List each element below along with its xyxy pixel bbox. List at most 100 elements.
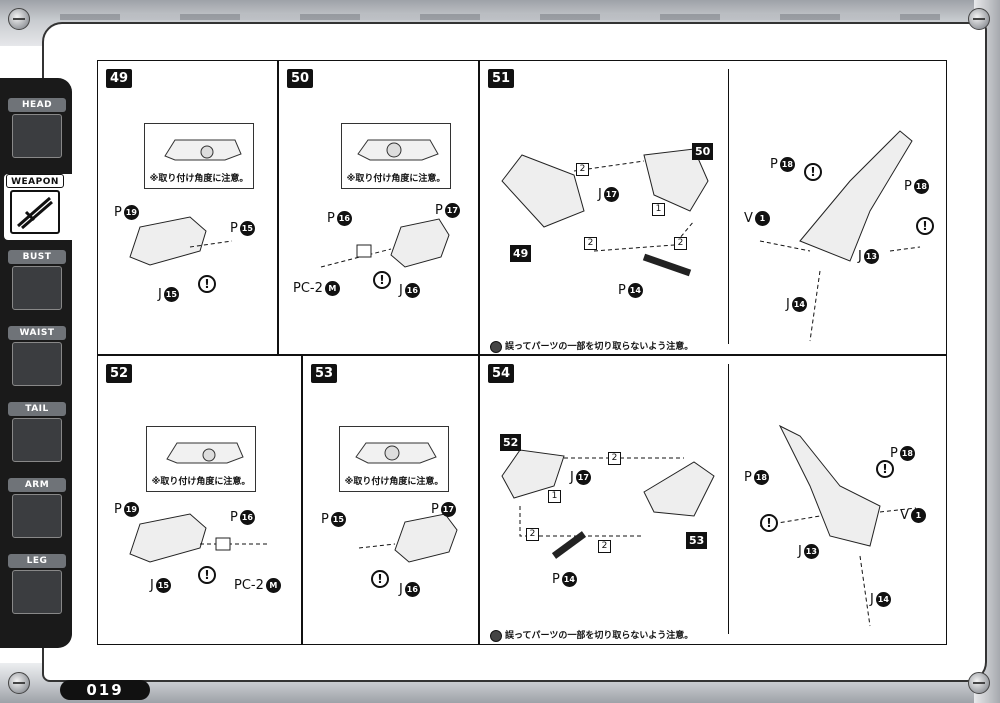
caution-icon — [490, 340, 502, 353]
step-reference-tag: 49 — [510, 245, 532, 262]
tab-arm[interactable]: ARM — [6, 478, 68, 544]
weapon-icon — [10, 190, 60, 234]
order-box: 2 — [674, 237, 687, 250]
page-number: 019 — [86, 681, 124, 699]
part-detail-drawing — [357, 139, 439, 161]
tab-weapon[interactable]: WEAPON — [4, 174, 72, 240]
angle-note: ※取り付け角度に注意。 — [151, 477, 251, 487]
bust-icon — [12, 266, 62, 310]
tab-label: HEAD — [8, 98, 66, 112]
order-box: 1 — [652, 203, 665, 216]
detail-callout: ※取り付け角度に注意。 — [144, 123, 254, 189]
part-assembly-drawing — [501, 449, 715, 559]
divider — [728, 364, 729, 634]
part-detail-drawing — [164, 139, 242, 161]
tab-bust[interactable]: BUST — [6, 250, 68, 316]
head-icon — [12, 114, 62, 158]
warning-icon: ! — [373, 271, 391, 289]
part-assembly-drawing — [501, 148, 709, 277]
caution-note: 誤ってパーツの一部を切り取らないよう注意。 — [490, 339, 693, 353]
part-detail-drawing — [166, 442, 244, 464]
tab-label: WAIST — [8, 326, 66, 340]
detail-callout: ※取り付け角度に注意。 — [339, 426, 449, 492]
waist-icon — [12, 342, 62, 386]
warning-icon: ! — [916, 217, 934, 235]
page-number-badge: 019 — [60, 680, 150, 700]
detail-callout: ※取り付け角度に注意。 — [146, 426, 256, 492]
arm-icon — [12, 494, 62, 538]
part-assembly-drawing — [759, 424, 917, 627]
part-assembly-drawing — [129, 216, 233, 266]
caution-note: 誤ってパーツの一部を切り取らないよう注意。 — [490, 628, 693, 642]
part-assembly-drawing — [358, 513, 458, 563]
divider — [728, 69, 729, 344]
order-box: 2 — [526, 528, 539, 541]
part-detail-drawing — [355, 442, 437, 464]
tab-label: WEAPON — [6, 174, 64, 188]
tab-tail[interactable]: TAIL — [6, 402, 68, 468]
tab-waist[interactable]: WAIST — [6, 326, 68, 392]
screw-icon — [968, 672, 990, 694]
order-box: 2 — [576, 163, 589, 176]
screw-icon — [968, 8, 990, 30]
tab-label: LEG — [8, 554, 66, 568]
part-assembly-drawing — [129, 513, 270, 563]
part-assembly-drawing — [320, 218, 450, 268]
step-number: 50 — [287, 69, 313, 88]
order-box: 2 — [584, 237, 597, 250]
angle-note: ※取り付け角度に注意。 — [344, 477, 444, 487]
warning-icon: ! — [760, 514, 778, 532]
step-reference-tag: 50 — [692, 143, 714, 160]
warning-icon: ! — [371, 570, 389, 588]
tail-icon — [12, 418, 62, 462]
angle-note: ※取り付け角度に注意。 — [346, 174, 446, 184]
part-assembly-drawing — [759, 130, 921, 342]
tab-leg[interactable]: LEG — [6, 554, 68, 620]
warning-icon: ! — [876, 460, 894, 478]
caution-icon — [490, 629, 502, 642]
detail-callout: ※取り付け角度に注意。 — [341, 123, 451, 189]
warning-icon: ! — [198, 275, 216, 293]
screw-icon — [8, 8, 30, 30]
tab-head[interactable]: HEAD — [6, 98, 68, 164]
warning-icon: ! — [804, 163, 822, 181]
warning-icon: ! — [198, 566, 216, 584]
tab-label: TAIL — [8, 402, 66, 416]
order-box: 2 — [598, 540, 611, 553]
step-number: 52 — [106, 364, 132, 383]
step-number: 51 — [488, 69, 514, 88]
